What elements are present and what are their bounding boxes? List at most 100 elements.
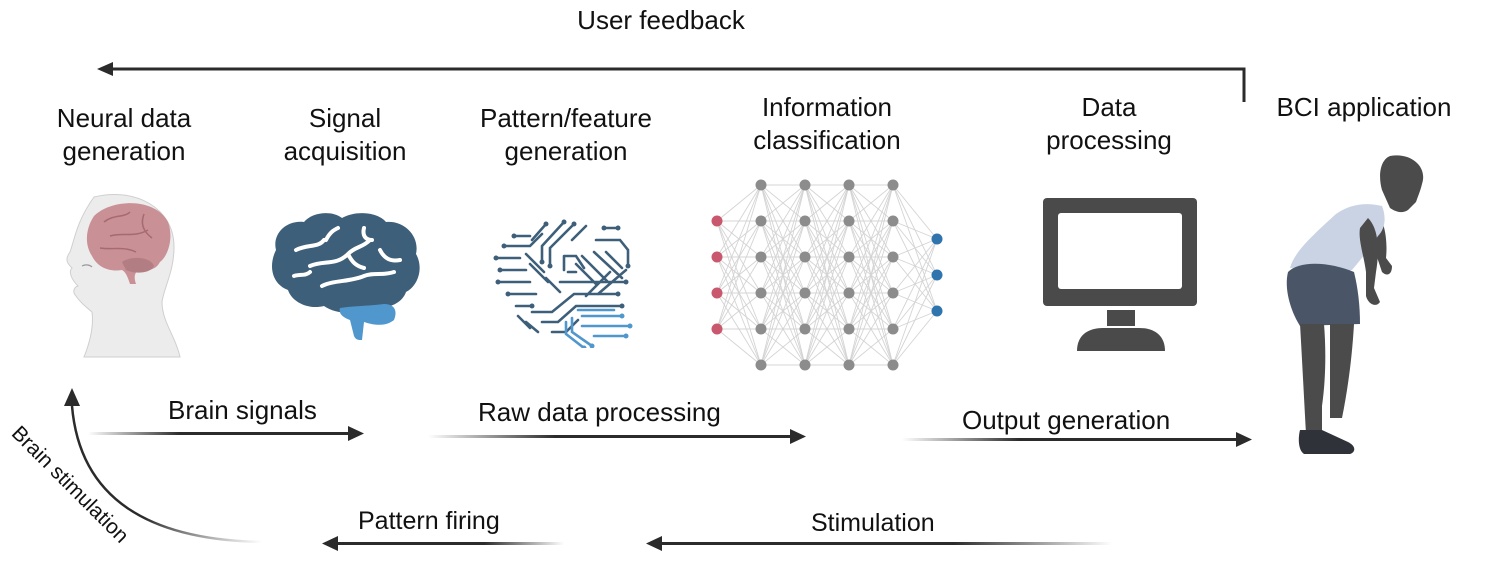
- nn-edge: [760, 220, 806, 366]
- stage-label-data-processing: Data processing: [1046, 91, 1172, 157]
- nn-edge: [760, 328, 806, 366]
- nn-edge: [892, 238, 938, 330]
- stage-label-line: Information: [761, 92, 893, 122]
- nn-hidden-node: [843, 179, 855, 191]
- nn-edge: [760, 184, 806, 222]
- neural-network-icon: [711, 179, 943, 371]
- nn-edge: [848, 184, 894, 366]
- nn-hidden-node: [799, 359, 811, 371]
- brain-stimulation-arrow: [64, 388, 263, 544]
- nn-hidden-node: [843, 359, 855, 371]
- nn-hidden-node: [755, 323, 767, 335]
- stimulation-arrow: [646, 536, 1112, 551]
- nn-edge: [848, 220, 894, 366]
- nn-edge: [892, 238, 938, 294]
- nn-edge: [892, 310, 938, 366]
- stage-label-signal-acquisition: Signal acquisition: [284, 102, 407, 168]
- nn-hidden-node: [887, 323, 899, 335]
- stage-label-line: Neural data: [56, 103, 192, 133]
- stage-label-line: BCI application: [1276, 92, 1452, 122]
- stage-label-line: classification: [753, 125, 901, 155]
- nn-output-node: [931, 305, 943, 317]
- nn-hidden-node: [755, 251, 767, 263]
- stage-label-pattern-feature-generation: Pattern/feature generation: [480, 102, 652, 168]
- nn-hidden-node: [799, 251, 811, 263]
- nn-hidden-node: [887, 359, 899, 371]
- nn-edge: [804, 292, 850, 366]
- nn-hidden-node: [887, 215, 899, 227]
- nn-edge: [848, 184, 894, 330]
- user-feedback-label: User feedback: [577, 5, 745, 35]
- nn-hidden-node: [755, 179, 767, 191]
- nn-hidden-node: [887, 287, 899, 299]
- nn-hidden-node: [799, 287, 811, 299]
- nn-edge: [892, 274, 938, 366]
- nn-edge: [716, 292, 762, 330]
- stage-label-bci-application: BCI application: [1277, 91, 1452, 124]
- nn-edge: [804, 184, 850, 330]
- raw-data-processing-arrow: [428, 429, 806, 444]
- brain-icon: [272, 213, 420, 340]
- stage-label-information-classification: Information classification: [753, 91, 900, 157]
- nn-edge: [716, 220, 762, 330]
- stage-label-line: Signal: [308, 103, 382, 133]
- nn-input-node: [711, 251, 723, 263]
- nn-edge: [760, 184, 806, 330]
- nn-edge: [848, 292, 894, 366]
- nn-edge: [804, 328, 850, 366]
- nn-hidden-node: [799, 215, 811, 227]
- nn-edge: [760, 256, 806, 366]
- nn-edge: [892, 238, 938, 258]
- nn-hidden-node: [799, 179, 811, 191]
- nn-edge: [892, 238, 938, 366]
- output-generation-arrow: [902, 432, 1252, 447]
- nn-edge: [804, 184, 850, 294]
- human-head-brain-icon: [66, 193, 181, 358]
- nn-edge: [716, 184, 762, 294]
- raw-data-processing-label: Raw data processing: [478, 397, 721, 427]
- stage-label-line: Data: [1081, 92, 1137, 122]
- brain-signals-label: Brain signals: [168, 395, 317, 425]
- user-feedback-arrow: [97, 62, 1246, 102]
- nn-hidden-node: [755, 359, 767, 371]
- stimulation-label: Stimulation: [811, 509, 935, 537]
- stage-label-line: processing: [1046, 125, 1172, 155]
- nn-hidden-node: [843, 323, 855, 335]
- nn-input-node: [711, 215, 723, 227]
- stage-label-line: generation: [62, 136, 186, 166]
- nn-edge: [716, 184, 762, 222]
- nn-edge: [716, 184, 762, 330]
- nn-edge: [848, 184, 894, 294]
- nn-hidden-node: [755, 287, 767, 299]
- computer-monitor-icon: [1043, 198, 1197, 351]
- nn-output-node: [931, 233, 943, 245]
- nn-edge: [716, 328, 762, 366]
- nn-hidden-node: [799, 323, 811, 335]
- pattern-firing-label: Pattern firing: [358, 507, 500, 535]
- nn-edge: [760, 184, 806, 366]
- stage-label-line: generation: [504, 136, 628, 166]
- nn-edge: [848, 328, 894, 366]
- nn-hidden-node: [843, 251, 855, 263]
- nn-edge: [848, 184, 894, 258]
- nn-edge: [760, 184, 806, 258]
- nn-edge: [760, 292, 806, 366]
- nn-connections: [716, 184, 938, 366]
- nn-edge: [848, 256, 894, 366]
- nn-output-node: [931, 269, 943, 281]
- pattern-firing-arrow: [322, 536, 564, 551]
- nn-edge: [804, 184, 850, 222]
- nn-hidden-node: [843, 287, 855, 299]
- stage-label-neural-data-generation: Neural data generation: [57, 102, 191, 168]
- nn-hidden-node: [755, 215, 767, 227]
- nn-edge: [804, 184, 850, 258]
- nn-edge: [892, 220, 938, 240]
- nn-edge: [716, 256, 762, 330]
- nn-hidden-node: [843, 215, 855, 227]
- nn-edge: [804, 220, 850, 366]
- stage-label-line: acquisition: [283, 136, 407, 166]
- nn-edge: [716, 184, 762, 258]
- nn-edge: [892, 184, 938, 240]
- nn-hidden-node: [887, 179, 899, 191]
